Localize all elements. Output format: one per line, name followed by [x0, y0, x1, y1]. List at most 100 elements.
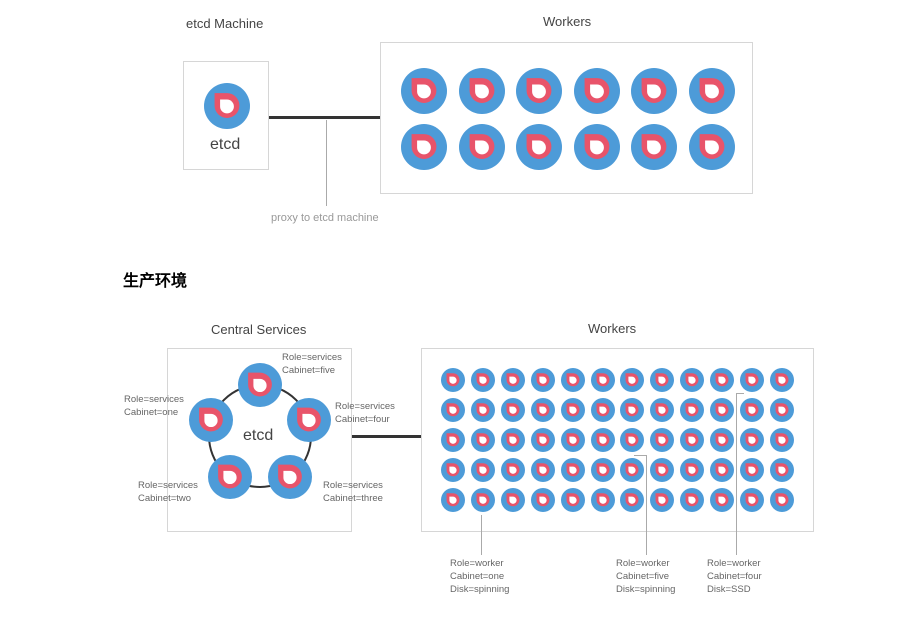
worker-node-icon	[401, 124, 447, 170]
worker-node-icon	[590, 368, 615, 392]
worker-node-icon	[516, 68, 562, 114]
etcd-node-icon	[204, 83, 250, 129]
worker-node-icon	[441, 458, 465, 482]
worker-role: Role=worker	[707, 558, 761, 569]
worker-node-icon	[573, 124, 620, 170]
worker-node-icon	[441, 398, 465, 422]
central-etcd-node-icon	[286, 398, 331, 443]
worker-node-icon	[560, 368, 585, 392]
worker-node-icon	[769, 398, 794, 422]
worker-node-icon	[401, 68, 447, 114]
service-cabinet: Cabinet=three	[323, 493, 383, 504]
worker-node-icon	[680, 428, 705, 452]
bottom-workers-box	[421, 348, 814, 532]
worker-node-icon	[650, 488, 675, 512]
worker-node-icon	[470, 458, 495, 482]
worker-label-one: Role=worker Cabinet=one Disk=spinning	[450, 557, 509, 596]
worker-node-icon	[458, 124, 505, 170]
central-etcd-label: etcd	[243, 427, 274, 444]
worker-node-icon	[650, 458, 675, 482]
worker-node-icon	[516, 124, 562, 170]
worker-node-icon	[573, 68, 620, 114]
worker-node-icon	[688, 124, 735, 170]
central-etcd-node-icon	[208, 455, 253, 500]
worker-node-icon	[500, 428, 525, 452]
pointer-hook-worker-five	[634, 455, 646, 456]
central-etcd-node-icon	[267, 455, 312, 500]
worker-node-icon	[620, 458, 645, 482]
worker-role: Role=worker	[616, 558, 670, 569]
worker-node-icon	[500, 458, 525, 482]
worker-label-five: Role=worker Cabinet=five Disk=spinning	[616, 557, 675, 596]
worker-node-icon	[680, 368, 705, 392]
worker-cabinet: Cabinet=five	[616, 571, 670, 582]
worker-node-icon	[769, 368, 794, 392]
pointer-line-worker-four	[736, 393, 737, 555]
service-role: Role=services	[124, 394, 184, 405]
worker-node-icon	[710, 428, 735, 452]
pointer-line-worker-five	[646, 455, 647, 555]
worker-node-icon	[740, 458, 764, 482]
service-role: Role=services	[282, 352, 342, 363]
worker-node-icon	[560, 428, 585, 452]
worker-node-icon	[441, 368, 465, 392]
service-label-two: Role=services Cabinet=two	[138, 479, 198, 505]
worker-node-icon	[710, 398, 735, 422]
worker-node-icon	[620, 368, 645, 392]
worker-node-icon	[620, 488, 645, 512]
service-role: Role=services	[335, 401, 395, 412]
bottom-connection-line	[352, 435, 422, 438]
central-services-title: Central Services	[211, 322, 307, 337]
worker-node-icon	[530, 368, 555, 392]
bottom-workers-title: Workers	[588, 321, 637, 336]
worker-node-icon	[710, 458, 735, 482]
worker-node-icon	[740, 488, 764, 512]
service-label-five: Role=services Cabinet=five	[282, 351, 342, 377]
etcd-machine-title: etcd Machine	[186, 16, 264, 31]
service-label-three: Role=services Cabinet=three	[323, 479, 383, 505]
worker-node-icon	[680, 398, 705, 422]
etcd-machine-box: etcd	[183, 61, 269, 170]
central-etcd-node-icon	[238, 363, 282, 407]
worker-node-icon	[530, 458, 555, 482]
worker-node-icon	[470, 488, 495, 512]
service-label-one: Role=services Cabinet=one	[124, 393, 184, 419]
worker-node-icon	[650, 428, 675, 452]
worker-node-icon	[500, 398, 525, 422]
worker-cabinet: Cabinet=four	[707, 571, 762, 582]
worker-node-icon	[530, 488, 555, 512]
worker-node-icon	[470, 368, 495, 392]
etcd-label: etcd	[210, 136, 241, 153]
worker-node-icon	[458, 68, 505, 114]
worker-node-icon	[710, 488, 735, 512]
worker-node-icon	[590, 398, 615, 422]
pointer-line-worker-one	[481, 515, 482, 555]
worker-node-icon	[470, 428, 495, 452]
central-etcd-node-icon	[189, 398, 234, 443]
worker-node-icon	[560, 398, 585, 422]
worker-node-icon	[631, 124, 677, 170]
worker-node-icon	[620, 428, 645, 452]
worker-label-four: Role=worker Cabinet=four Disk=SSD	[707, 557, 762, 596]
section-heading: 生产环境	[123, 273, 188, 290]
worker-node-icon	[769, 428, 794, 452]
worker-role: Role=worker	[450, 558, 504, 569]
worker-node-icon	[688, 68, 735, 114]
pointer-hook-worker-four	[736, 393, 744, 394]
worker-node-icon	[530, 398, 555, 422]
worker-node-icon	[590, 428, 615, 452]
proxy-pointer-line	[326, 120, 327, 206]
connection-line	[269, 116, 381, 119]
worker-node-icon	[650, 398, 675, 422]
worker-node-icon	[560, 488, 585, 512]
service-cabinet: Cabinet=two	[138, 493, 192, 504]
worker-node-icon	[769, 488, 794, 512]
worker-node-icon	[441, 488, 465, 512]
workers-box	[380, 42, 753, 194]
ring-nodes	[168, 349, 353, 533]
worker-node-icon	[680, 488, 705, 512]
worker-node-icon	[500, 368, 525, 392]
central-services-box: etcd	[167, 348, 352, 532]
service-cabinet: Cabinet=four	[335, 414, 390, 425]
worker-node-icon	[650, 368, 675, 392]
